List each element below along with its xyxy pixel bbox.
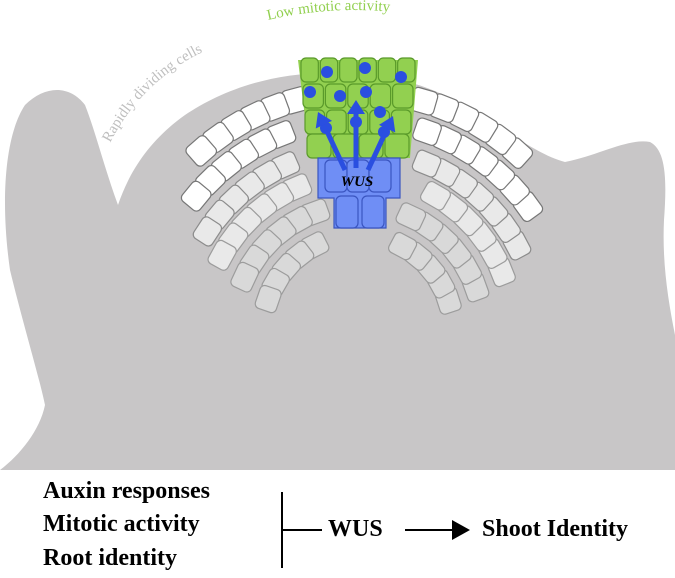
meristem-cell <box>192 216 223 247</box>
wus-gene-label: WUS <box>341 174 374 190</box>
arrow-head-icon <box>315 112 333 129</box>
central-zone-cell <box>384 133 410 159</box>
wus-protein-dot <box>374 106 386 118</box>
wus-label: WUS <box>328 516 383 542</box>
organizing-center-cell <box>361 195 385 229</box>
wus-protein-dot <box>395 71 407 83</box>
left-item-2: Mitotic activity <box>43 511 200 537</box>
meristem-cell <box>207 239 237 271</box>
arrow-head-icon <box>378 116 396 133</box>
meristem-cell <box>412 117 442 146</box>
meristem-cell <box>411 149 442 178</box>
left-item-1: Auxin responses <box>43 478 210 504</box>
meristem-cell <box>185 135 218 167</box>
meristem-cell <box>230 261 260 293</box>
wus-protein-dot <box>360 86 372 98</box>
movement-arrow <box>365 127 390 172</box>
arrow-head-icon <box>347 100 365 114</box>
central-zone-cell <box>339 57 358 83</box>
central-zone-cell <box>300 57 319 83</box>
meristem-cell <box>395 202 427 232</box>
pathway-lines <box>281 492 470 568</box>
wus-protein-dot <box>321 66 333 78</box>
wus-protein-dot <box>359 62 371 74</box>
meristem-cell <box>254 284 282 314</box>
organizing-center-cell <box>368 159 392 193</box>
shoot-identity-label: Shoot Identity <box>482 516 629 542</box>
central-zone-cell <box>369 83 392 109</box>
wus-protein-dot <box>334 90 346 102</box>
meristem-cell <box>180 180 212 212</box>
wus-protein-dot <box>304 86 316 98</box>
arrow-head-icon <box>452 520 470 540</box>
meristem-diagram: Rapidly dividing cells Low mitotic activ… <box>0 0 675 470</box>
organizing-center-cell <box>335 195 359 229</box>
movement-arrow <box>321 123 348 172</box>
central-zone-cell <box>392 83 414 109</box>
low-label: Low mitotic activity <box>265 0 391 24</box>
central-zone-cell <box>377 57 397 83</box>
meristem-cell <box>388 231 418 261</box>
meristem-cell <box>419 180 452 211</box>
left-item-3: Root identity <box>43 545 177 571</box>
